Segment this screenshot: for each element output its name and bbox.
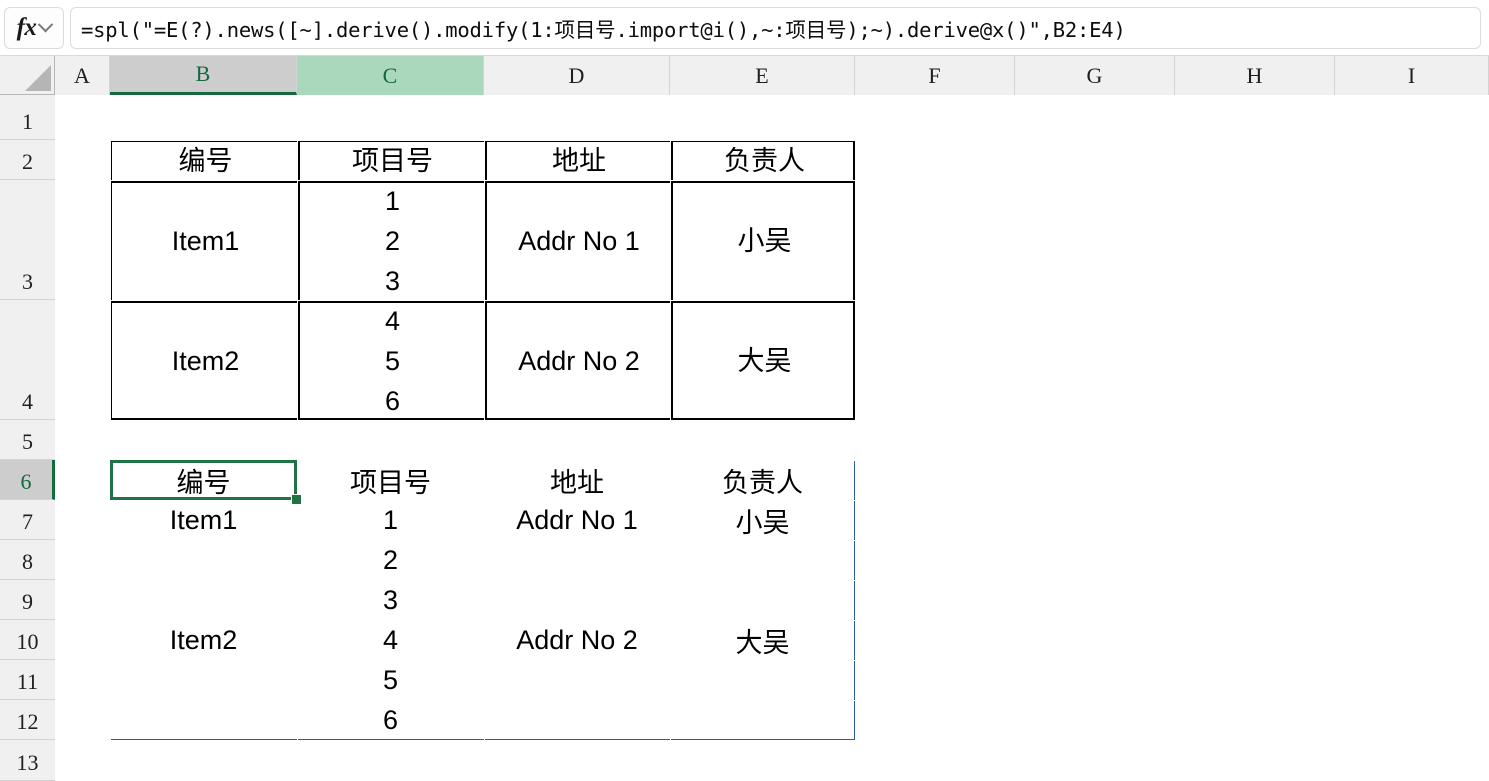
gridline-horizontal [55, 420, 1489, 421]
source-table-header-cell[interactable]: 地址 [552, 146, 606, 177]
formula-text: =spl("=E(?).news([~].derive().modify(1:项… [81, 17, 1126, 42]
result-table-header-cell[interactable]: 编号 [176, 467, 231, 498]
chevron-down-icon[interactable] [38, 16, 54, 33]
row-header-11[interactable]: 11 [0, 660, 55, 700]
row-header-6[interactable]: 6 [0, 460, 55, 500]
row-header-4[interactable]: 4 [0, 300, 55, 420]
source-table-cell-owner[interactable]: 大吴 [737, 346, 792, 377]
row-header-10[interactable]: 10 [0, 620, 55, 660]
source-table-cell-owner[interactable]: 小吴 [737, 226, 792, 257]
result-table-cell-address[interactable]: Addr No 1 [516, 504, 638, 535]
column-header-i[interactable]: I [1335, 56, 1489, 95]
result-table-cell-id[interactable]: Item1 [169, 504, 238, 535]
gridline-horizontal [55, 580, 1489, 581]
result-table-header-cell[interactable]: 地址 [550, 467, 604, 498]
active-cell-border[interactable] [110, 460, 297, 500]
result-table-cell-project-no[interactable]: 1 [382, 504, 399, 535]
column-header-e[interactable]: E [670, 56, 855, 95]
gridline-vertical [855, 95, 856, 781]
select-all-triangle-icon [25, 65, 51, 91]
gridline-vertical [110, 95, 111, 781]
gridline-horizontal [55, 740, 1489, 741]
source-table-cell-id[interactable]: Item1 [171, 226, 240, 257]
gridline-horizontal [55, 300, 1489, 301]
result-table-cell-project-no[interactable]: 3 [382, 584, 399, 615]
column-header-h[interactable]: H [1175, 56, 1335, 95]
row-header-7[interactable]: 7 [0, 500, 55, 540]
column-header-g[interactable]: G [1015, 56, 1175, 95]
row-header-3[interactable]: 3 [0, 180, 55, 300]
gridline-vertical [484, 95, 485, 781]
source-table-header-cell[interactable]: 项目号 [352, 146, 433, 177]
gridline-horizontal [55, 180, 1489, 181]
source-table-cell-project-no[interactable]: 1 2 3 [384, 186, 401, 296]
gridline-vertical [1015, 95, 1016, 781]
table-border-vertical [485, 142, 487, 418]
select-all-button[interactable] [0, 56, 55, 95]
gridline-vertical [670, 95, 671, 781]
column-header-c[interactable]: C [297, 56, 484, 95]
row-header-13[interactable]: 13 [0, 740, 55, 781]
row-header-5[interactable]: 5 [0, 420, 55, 460]
row-header-12[interactable]: 12 [0, 700, 55, 740]
gridline-vertical [297, 95, 298, 781]
insert-function-button[interactable]: fx [4, 6, 64, 49]
gridline-horizontal [55, 460, 1489, 461]
result-table-cell-project-no[interactable]: 4 [382, 624, 399, 655]
row-header-8[interactable]: 8 [0, 540, 55, 580]
table-border-horizontal [112, 181, 853, 183]
gridline-horizontal [55, 500, 1489, 501]
column-header-f[interactable]: F [855, 56, 1015, 95]
fill-handle[interactable] [291, 494, 302, 505]
column-header-b[interactable]: B [110, 56, 297, 95]
result-table-header-cell[interactable]: 项目号 [350, 467, 431, 498]
table-border-horizontal [112, 301, 853, 303]
row-header-1[interactable]: 1 [0, 95, 55, 140]
table-border-vertical [298, 142, 300, 418]
gridline-horizontal [55, 700, 1489, 701]
result-table-header-cell[interactable]: 负责人 [722, 467, 803, 498]
result-table-cell-project-no[interactable]: 2 [382, 544, 399, 575]
result-table-cell-id[interactable]: Item2 [169, 624, 238, 655]
table-border-vertical [671, 142, 673, 418]
result-table-cell-owner[interactable]: 大吴 [735, 627, 790, 658]
column-header-a[interactable]: A [55, 56, 110, 95]
row-header-9[interactable]: 9 [0, 580, 55, 620]
gridline-vertical [1175, 95, 1176, 781]
gridline-vertical [1335, 95, 1336, 781]
source-table-header-cell[interactable]: 编号 [178, 146, 233, 177]
source-table: 编号 项目号 地址 负责人 Item1 1 2 3 Addr No 1 小吴 Item2 4 5 … [110, 140, 855, 420]
source-table-cell-address[interactable]: Addr No 2 [518, 346, 640, 377]
column-header-d[interactable]: D [484, 56, 670, 95]
gridline-horizontal [55, 540, 1489, 541]
source-table-cell-project-no[interactable]: 4 5 6 [384, 306, 401, 416]
result-table-cell-owner[interactable]: 小吴 [735, 507, 790, 538]
result-table-cell-address[interactable]: Addr No 2 [516, 624, 638, 655]
source-table-cell-id[interactable]: Item2 [171, 346, 240, 377]
fx-icon: fx [16, 14, 37, 41]
source-table-cell-address[interactable]: Addr No 1 [518, 226, 640, 257]
gridline-horizontal [55, 140, 1489, 141]
result-table-cell-project-no[interactable]: 6 [382, 704, 399, 735]
formula-bar: fx =spl("=E(?).news([~].derive().modify(… [0, 0, 1489, 56]
source-table-header-cell[interactable]: 负责人 [724, 146, 805, 177]
gridline-horizontal [55, 660, 1489, 661]
result-table-cell-project-no[interactable]: 5 [382, 664, 399, 695]
gridline-horizontal [55, 620, 1489, 621]
row-header-2[interactable]: 2 [0, 140, 55, 180]
formula-input[interactable]: =spl("=E(?).news([~].derive().modify(1:项… [70, 6, 1481, 49]
